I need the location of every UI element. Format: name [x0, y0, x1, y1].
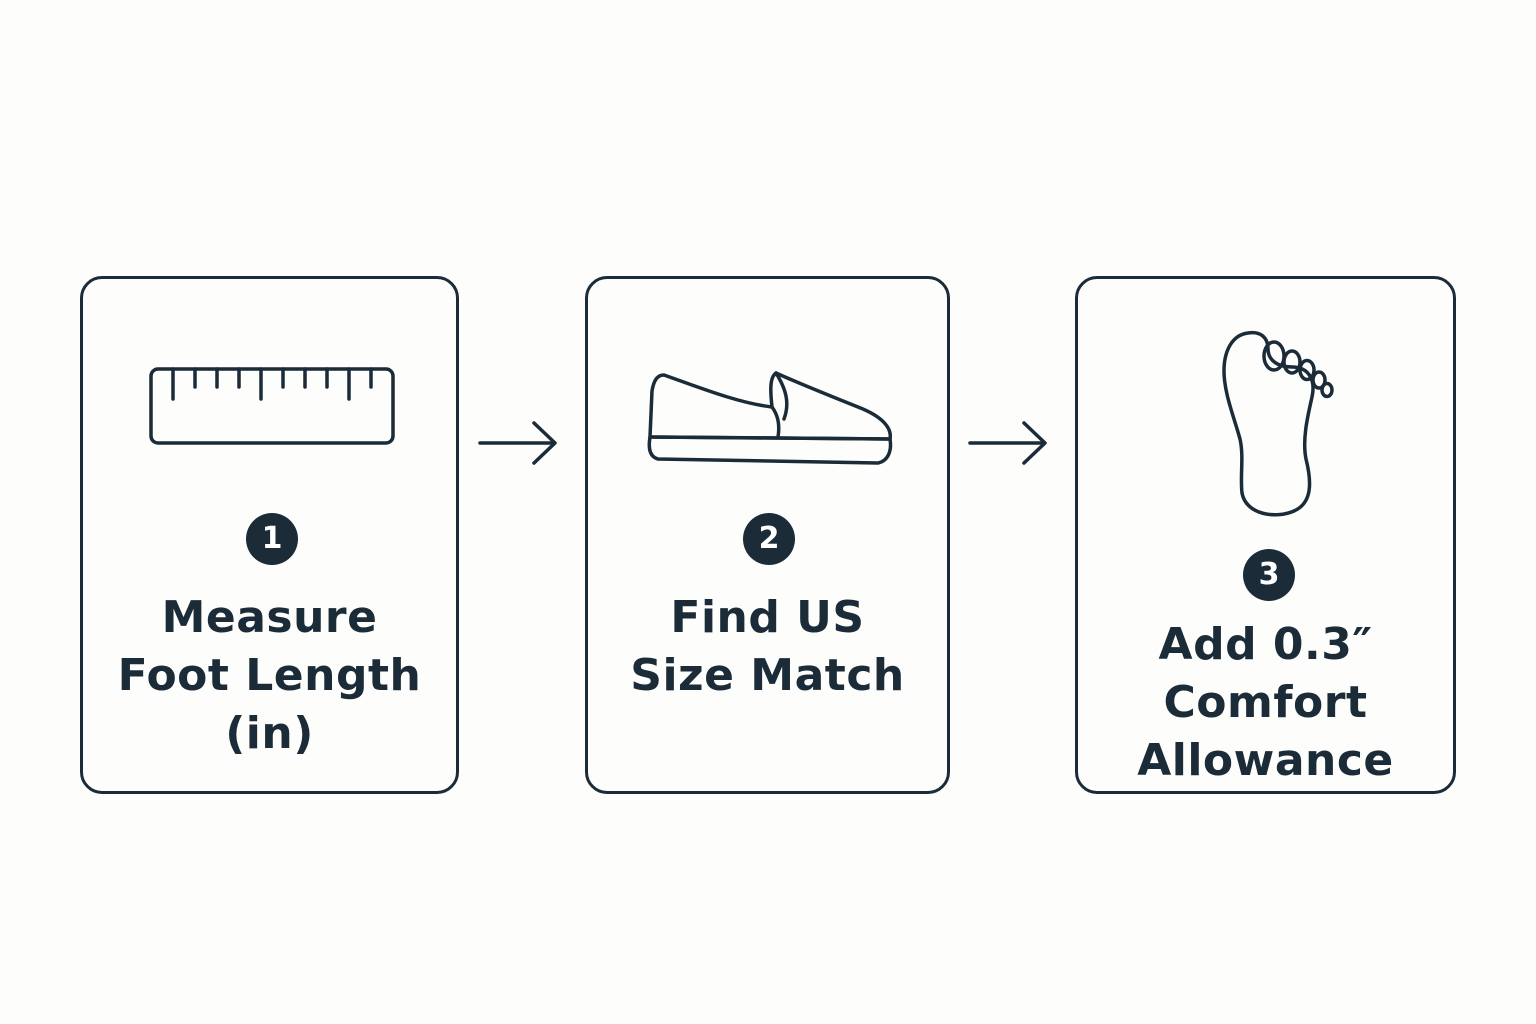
step-label-line: Comfort	[1163, 677, 1368, 728]
step-label: Add 0.3″ Comfort Allowance	[1078, 616, 1453, 790]
step-label-line: Measure	[161, 592, 378, 643]
step-label-line: Find US	[670, 592, 865, 643]
step-number-badge: 3	[1243, 549, 1295, 601]
shoe-icon	[647, 371, 893, 465]
step-label: Measure Foot Length (in)	[83, 589, 456, 763]
step-card-comfort-allowance: 3 Add 0.3″ Comfort Allowance	[1075, 276, 1456, 794]
ruler-icon	[149, 367, 395, 445]
step-label-line: (in)	[225, 708, 314, 759]
step-label: Find US Size Match	[588, 589, 947, 705]
step-label-line: Size Match	[630, 650, 905, 701]
step-card-measure: 1 Measure Foot Length (in)	[80, 276, 459, 794]
arrow-right-icon	[478, 421, 557, 465]
step-label-line: Add 0.3″	[1158, 619, 1373, 670]
step-label-line: Foot Length	[117, 650, 422, 701]
step-label-line: Allowance	[1137, 735, 1394, 786]
step-number-badge: 2	[743, 513, 795, 565]
step-number-badge: 1	[246, 513, 298, 565]
step-card-find-size: 2 Find US Size Match	[585, 276, 950, 794]
foot-icon	[1222, 330, 1334, 517]
arrow-right-icon	[968, 421, 1047, 465]
